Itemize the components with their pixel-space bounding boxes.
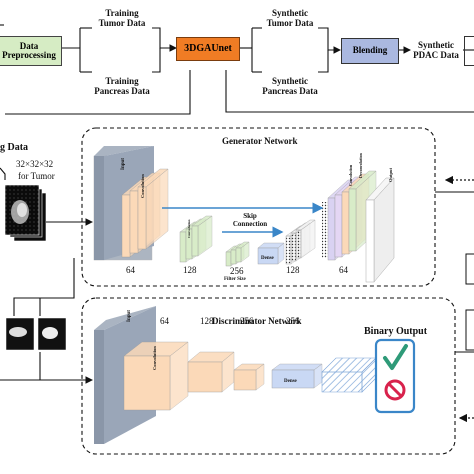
disc-input-label: Input xyxy=(127,310,132,322)
binary-output-title: Binary Output xyxy=(364,326,428,337)
disc-dense xyxy=(271,363,323,389)
gen-num-0: 64 xyxy=(126,265,135,275)
disc-flatten-front xyxy=(321,371,363,393)
gen-output-front xyxy=(365,199,375,283)
generator-title: Generator Network xyxy=(222,136,298,146)
gen-conv-label: Convolution xyxy=(140,174,145,198)
disc-conv-128 xyxy=(187,351,235,393)
generator-blocks: InputConvolutionConvolutionDenseDeconvol… xyxy=(93,146,395,283)
gen-input-label: Input xyxy=(121,158,126,170)
gen-down-layer-2 xyxy=(191,215,213,257)
gen-up-layer-2 xyxy=(295,219,316,259)
check-icon xyxy=(383,344,408,370)
input-panel-caption: for Tumor xyxy=(18,171,55,181)
disc-input-front xyxy=(94,330,104,444)
gen-output-label: Output xyxy=(388,167,393,182)
sample-slices xyxy=(5,317,67,351)
partial-right-box xyxy=(464,36,474,66)
generator-panel xyxy=(81,127,436,287)
gen-num-3: 128 xyxy=(286,265,300,275)
gen-conv-layer-2 xyxy=(137,168,169,250)
disc-num-0: 64 xyxy=(160,316,169,326)
deny-icon xyxy=(384,379,406,401)
disc-conv-64 xyxy=(123,341,189,411)
gen-dense-label: Dense xyxy=(261,256,275,261)
tumor-volume-stack xyxy=(4,184,47,242)
right-edge-box-top xyxy=(465,253,474,285)
disc-num-3: 256 xyxy=(286,316,300,326)
input-connectors xyxy=(0,167,474,384)
disc-conv-256 xyxy=(233,363,265,391)
gen-dense-block xyxy=(257,242,285,265)
gen-deconv-label: Deconvolution xyxy=(358,153,363,178)
binary-output-card xyxy=(374,338,416,414)
gen-conv2-label: Convolution xyxy=(348,164,353,186)
filter-size-label: Filter Size xyxy=(224,277,246,282)
model-box: 3DGAUnet xyxy=(176,37,240,61)
gen-num-4: 64 xyxy=(339,265,348,275)
disc-num-2: 256 xyxy=(240,316,254,326)
input-panel-size: 32×32×32 xyxy=(16,159,54,169)
gen-down-label: Convolution xyxy=(187,219,191,238)
blending-box: Blending xyxy=(341,38,399,64)
gen-bottleneck-layer-2 xyxy=(235,241,250,263)
input-panel-title: g Data xyxy=(0,142,29,153)
right-edge-box-bottom xyxy=(465,309,474,351)
disc-num-1: 128 xyxy=(200,316,214,326)
discriminator-title: Discriminator Network xyxy=(212,316,302,326)
preprocessing-line1: Data xyxy=(19,40,39,51)
preprocessing-line2: Preprocessing xyxy=(2,50,56,60)
disc-conv-label: Convolution xyxy=(152,346,157,370)
discriminator-panel xyxy=(81,297,456,455)
gen-num-2: 256 xyxy=(230,266,244,276)
gen-num-1: 128 xyxy=(183,265,197,275)
disc-dense-label: Dense xyxy=(284,379,298,384)
disc-input-top xyxy=(94,306,156,330)
pipeline-connectors xyxy=(0,24,474,115)
